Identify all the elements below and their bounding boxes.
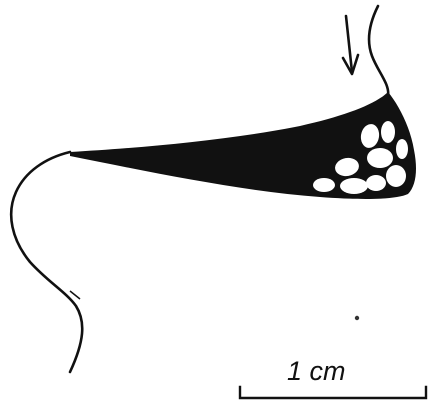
inclusion-2	[381, 121, 395, 143]
scale-bar-label: 1 cm	[287, 356, 346, 386]
inclusion-3	[396, 139, 408, 159]
inclusion-8	[340, 178, 368, 194]
inclusion-9	[313, 178, 335, 192]
outline-upper-curve	[369, 6, 388, 96]
outline-lower-curve	[11, 152, 82, 372]
inclusion-7	[366, 175, 386, 191]
inclusion-6	[386, 165, 406, 187]
scale-bar-line	[240, 387, 426, 398]
arrow-down-icon	[343, 16, 358, 74]
scale-bar: 1 cm	[240, 356, 426, 398]
outline-tick-mark	[70, 291, 80, 299]
inclusion-4	[367, 148, 393, 168]
ink-speck	[355, 316, 359, 320]
